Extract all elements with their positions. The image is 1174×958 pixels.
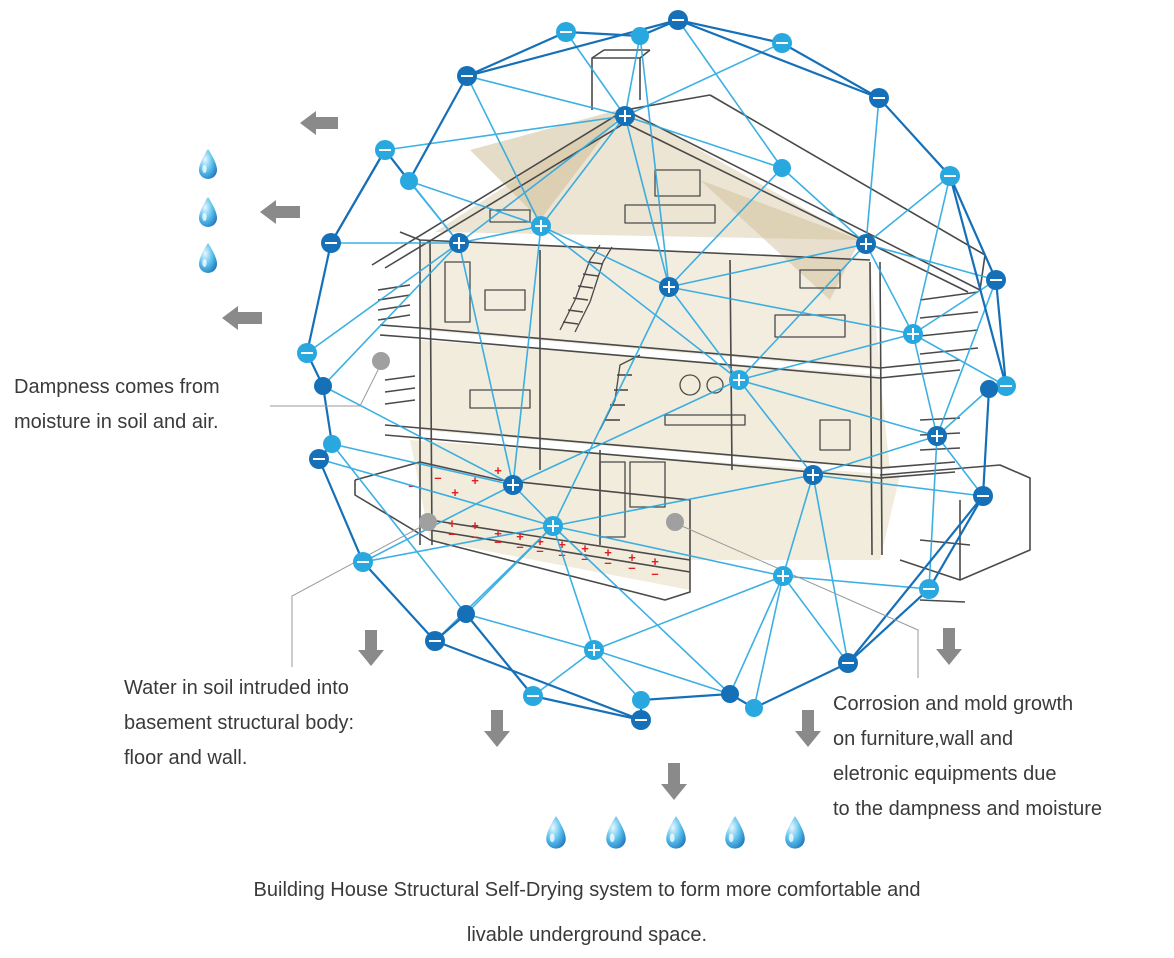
minus-node-icon	[973, 486, 993, 506]
water-drop-icon	[785, 816, 805, 849]
caption-leader-lines	[270, 361, 919, 678]
minus-node-icon	[523, 686, 543, 706]
minus-node-icon	[919, 579, 939, 599]
minus-node-icon	[631, 710, 651, 730]
plus-node-icon	[503, 475, 523, 495]
plus-node-icon	[856, 234, 876, 254]
svg-text:+: +	[451, 485, 459, 500]
water-caption-line: floor and wall.	[124, 747, 248, 769]
svg-text:–: –	[536, 543, 543, 558]
plus-node-icon	[803, 465, 823, 485]
svg-text:–: –	[604, 555, 611, 570]
minus-node-icon	[353, 552, 373, 572]
arrow-left-icon	[260, 200, 300, 224]
arrow-down-icon	[484, 710, 510, 747]
svg-text:–: –	[628, 560, 635, 575]
summary-caption-line: Building House Structural Self-Drying sy…	[253, 879, 921, 901]
minus-node-icon	[996, 376, 1016, 396]
water-caption-line: basement structural body:	[124, 712, 355, 734]
minus-node-icon	[838, 653, 858, 673]
minus-node-icon	[457, 66, 477, 86]
water-caption-line: Water in soil intruded into	[124, 677, 349, 699]
negative-nodes	[297, 10, 1016, 730]
svg-text:–: –	[448, 526, 455, 541]
svg-text:+: +	[628, 550, 636, 565]
plus-node-icon	[927, 426, 947, 446]
water-drop-icon	[199, 149, 217, 179]
arrow-down-icon	[661, 763, 687, 800]
svg-text:+: +	[494, 463, 502, 478]
plain-nodes	[314, 27, 998, 717]
corrosion-caption-line: Corrosion and mold growth	[833, 693, 1074, 715]
dampness-caption-line: moisture in soil and air.	[14, 411, 219, 433]
dampness-caption: Dampness comes from moisture in soil and…	[14, 370, 220, 440]
plus-node-icon	[729, 370, 749, 390]
plus-node-icon	[584, 640, 604, 660]
plus-node-icon	[543, 516, 563, 536]
svg-text:–: –	[471, 529, 478, 544]
minus-node-icon	[556, 22, 576, 42]
svg-text:+: +	[471, 473, 479, 488]
minus-node-icon	[375, 140, 395, 160]
minus-node-icon	[425, 631, 445, 651]
system-summary-caption: Building House Structural Self-Drying sy…	[0, 868, 1174, 958]
moisture-flow-arrows	[222, 111, 962, 800]
svg-text:+: +	[494, 526, 502, 541]
network-links-light	[306, 19, 1007, 709]
water-drop-icon	[199, 243, 217, 273]
svg-text:–: –	[581, 551, 588, 566]
minus-node-icon	[297, 343, 317, 363]
corrosion-caption-line: to the dampness and moisture	[833, 798, 1103, 820]
water-drop-icon	[666, 816, 686, 849]
svg-text:–: –	[494, 534, 501, 549]
water-intrusion-caption: Water in soil intruded into basement str…	[124, 671, 354, 776]
plus-node-icon	[773, 566, 793, 586]
plus-node-icon	[903, 324, 923, 344]
minus-node-icon	[869, 88, 889, 108]
plus-node-icon	[531, 216, 551, 236]
minus-node-icon	[309, 449, 329, 469]
water-drop-icon	[546, 816, 566, 849]
corrosion-caption-line: eletronic equipments due	[833, 763, 1057, 785]
positive-nodes	[449, 106, 947, 660]
corrosion-caption: Corrosion and mold growth on furniture,w…	[833, 687, 1102, 827]
summary-caption-line: livable underground space.	[466, 924, 708, 946]
minus-node-icon	[321, 233, 341, 253]
svg-text:+: +	[536, 534, 544, 549]
svg-text:+: +	[558, 537, 566, 552]
water-drop-icon	[606, 816, 626, 849]
water-drop-icon	[199, 197, 217, 227]
plus-node-icon	[449, 233, 469, 253]
svg-text:–: –	[516, 539, 523, 554]
corrosion-caption-line: on furniture,wall and	[833, 728, 1014, 750]
svg-text:+: +	[516, 529, 524, 544]
svg-text:+: +	[581, 541, 589, 556]
svg-text:+: +	[448, 516, 456, 531]
arrow-down-icon	[358, 630, 384, 666]
svg-text:–: –	[651, 566, 658, 581]
dampness-caption-line: Dampness comes from	[14, 376, 220, 398]
svg-text:+: +	[651, 554, 659, 569]
arrow-left-icon	[300, 111, 338, 135]
arrow-down-icon	[795, 710, 821, 747]
plus-node-icon	[659, 277, 679, 297]
moisture-indicator-dots	[372, 352, 684, 531]
water-drop-icon	[725, 816, 745, 849]
house-cutaway-illustration	[354, 49, 1031, 603]
minus-node-icon	[668, 10, 688, 30]
minus-node-icon	[986, 270, 1006, 290]
minus-node-icon	[940, 166, 960, 186]
svg-text:+: +	[471, 518, 479, 533]
plus-node-icon	[615, 106, 635, 126]
svg-text:+: +	[604, 545, 612, 560]
minus-node-icon	[772, 33, 792, 53]
arrow-down-icon	[936, 628, 962, 665]
arrow-left-icon	[222, 306, 262, 330]
svg-text:–: –	[434, 470, 441, 485]
